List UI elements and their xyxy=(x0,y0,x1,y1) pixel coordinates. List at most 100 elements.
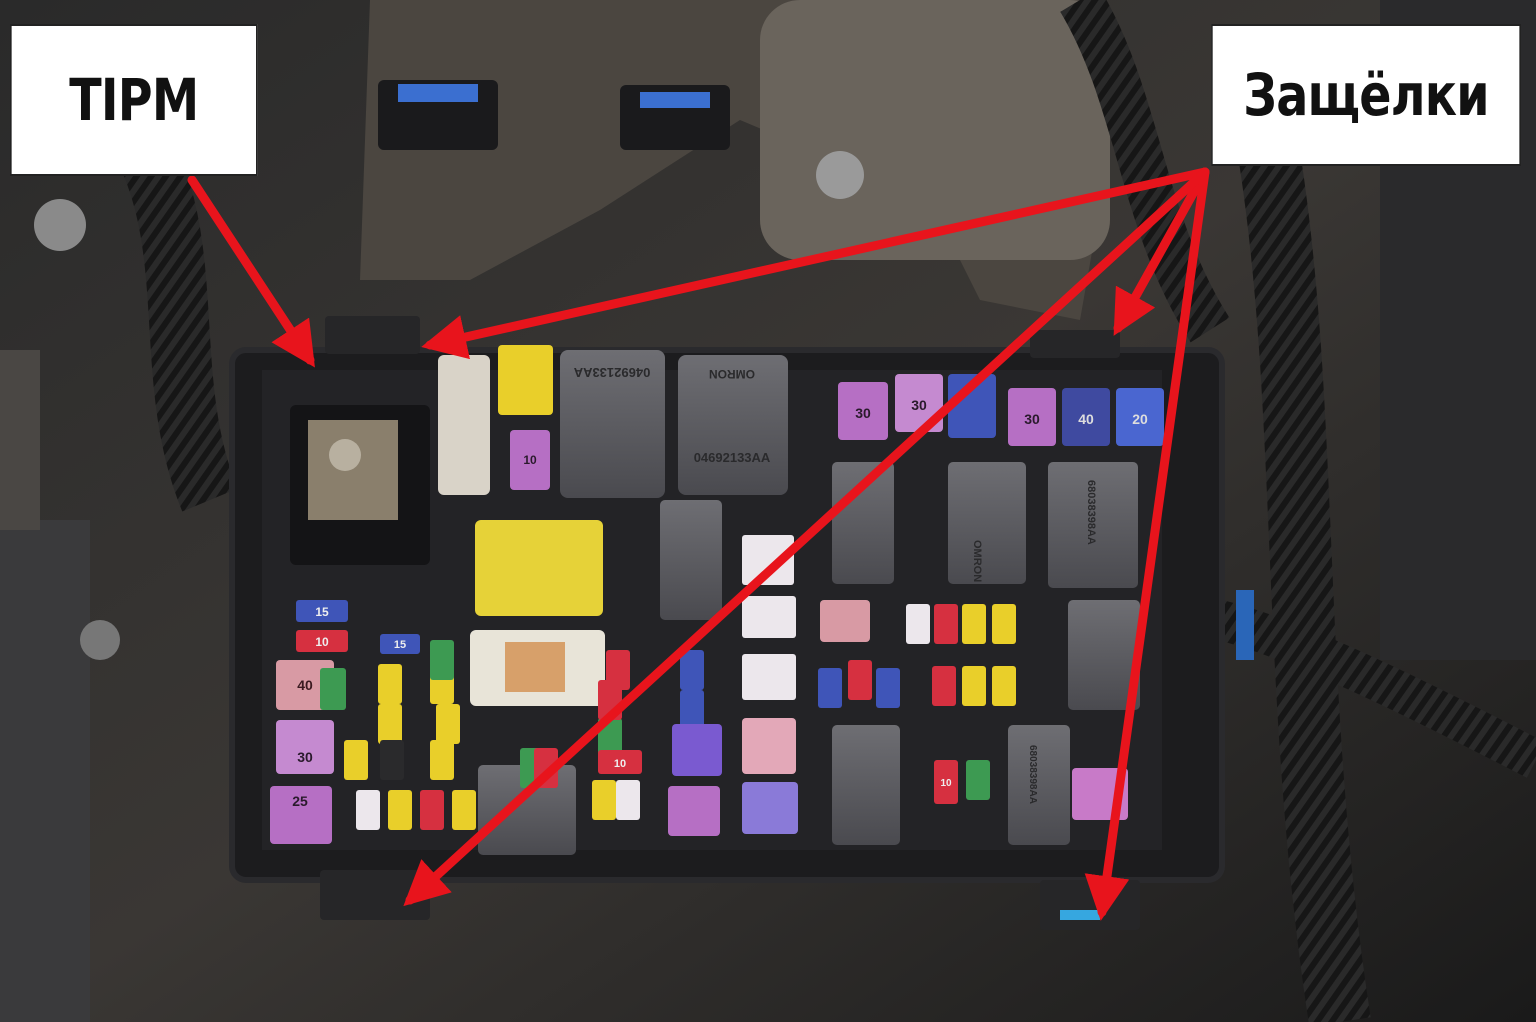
mini-fuse-3: 15 xyxy=(380,634,420,654)
violet-fuse-b xyxy=(668,786,720,836)
mini-fuse xyxy=(680,650,704,690)
mini-fuse xyxy=(962,666,986,706)
mini-fuse xyxy=(616,780,640,820)
mini-fuse xyxy=(966,760,990,800)
mini-fuse xyxy=(848,660,872,700)
left-fuse-5: 25 xyxy=(270,786,332,844)
medium-relay-3: OMRON xyxy=(948,462,1026,584)
latch-bottom-left xyxy=(320,870,430,920)
left-fuse-3-rating: 40 xyxy=(297,677,313,693)
large-relay-2: 04692133AA OMRON xyxy=(678,355,788,495)
big-fuse-5-rating: 20 xyxy=(1132,411,1148,427)
relay-1-part-number: 04692133AA xyxy=(573,365,650,380)
harness-right xyxy=(1239,155,1371,1022)
mini-fuse-2: 10 xyxy=(598,750,642,774)
white-fuse-b xyxy=(742,654,796,700)
battery-terminal-plate xyxy=(308,420,398,520)
top-connector-2-clip xyxy=(640,92,710,108)
big-fuse-1: 30 xyxy=(838,382,888,440)
yellow-relay-block xyxy=(475,520,603,616)
arrow-latch-top-left xyxy=(421,167,1210,360)
arrow-latch-bottom-right xyxy=(1084,167,1210,921)
mini-fuse-grid xyxy=(344,604,1016,830)
latch-top-right xyxy=(1030,330,1120,358)
medium-relay-1 xyxy=(660,500,722,620)
mini-fuse-2-rating: 10 xyxy=(614,758,626,770)
pink-fuse-a xyxy=(742,718,796,774)
mini-fuse xyxy=(818,668,842,708)
violet-fuse-c xyxy=(742,782,798,834)
battery-terminal-stud xyxy=(329,439,361,471)
medium-relay-6 xyxy=(832,725,900,845)
big-fuse-blue-1 xyxy=(948,374,996,438)
left-fuse-2-rating: 10 xyxy=(315,635,329,649)
mini-fuse-1-rating: 10 xyxy=(523,453,537,467)
arrow-latch-bottom-left xyxy=(403,167,1210,907)
medium-relay-2 xyxy=(832,462,894,584)
mini-fuse-1: 10 xyxy=(510,430,550,490)
mini-fuse-4: 10 xyxy=(934,760,958,804)
mini-fuse xyxy=(344,740,368,780)
left-fuse-1: 15 xyxy=(296,600,348,622)
mini-fuse xyxy=(436,704,460,744)
mini-fuse xyxy=(452,790,476,830)
white-fuse-a xyxy=(742,596,796,638)
big-fuse-4-rating: 40 xyxy=(1078,411,1094,427)
mini-fuse xyxy=(430,640,454,680)
left-fuse-4: 30 xyxy=(276,720,334,774)
harness-left xyxy=(113,125,238,512)
latch-bottom-right xyxy=(1040,880,1140,930)
left-fuse-5-rating: 25 xyxy=(292,793,308,809)
big-fuse-4: 40 xyxy=(1062,388,1110,446)
top-connector-1-clip xyxy=(398,84,478,102)
relay-7-part-number: 68038398AA xyxy=(1027,745,1038,804)
white-fuse-c xyxy=(742,535,794,585)
mini-fuse xyxy=(934,604,958,644)
left-fuse-4-rating: 30 xyxy=(297,749,313,765)
cable-tie xyxy=(1236,590,1254,660)
mini-fuse xyxy=(430,740,454,780)
big-fuse-5: 20 xyxy=(1116,388,1164,446)
left-fuse-3: 40 xyxy=(276,660,334,710)
big-fuse-3: 30 xyxy=(1008,388,1056,446)
left-fuse-2: 10 xyxy=(296,630,348,652)
mini-fuse xyxy=(992,604,1016,644)
latch-top-left xyxy=(325,316,420,354)
mini-fuse xyxy=(592,780,616,820)
mini-fuse xyxy=(680,690,704,730)
arrow-latch-top-right xyxy=(1113,167,1210,336)
violet-fuse-a xyxy=(672,724,722,776)
medium-relay-7: 68038398AA xyxy=(1008,725,1070,845)
left-panel xyxy=(0,520,90,1022)
large-relay-1: 04692133AA xyxy=(560,350,665,498)
white-relay-core xyxy=(505,642,565,692)
mini-fuse xyxy=(420,790,444,830)
mini-fuse xyxy=(906,604,930,644)
big-fuse-2-rating: 30 xyxy=(911,397,927,413)
bolt-lower xyxy=(80,620,120,660)
left-fuse-1-rating: 15 xyxy=(315,605,329,619)
tipm-label: TIPM xyxy=(10,24,258,176)
mini-fuse xyxy=(380,740,404,780)
left-fuse-green xyxy=(320,668,346,710)
mini-fuse xyxy=(388,790,412,830)
mini-fuse xyxy=(606,650,630,690)
pink-fuse-c xyxy=(820,600,870,642)
latch-bottom-right-clip xyxy=(1060,910,1100,920)
relay-4-part-number: 68038398AA xyxy=(1085,480,1097,545)
medium-relay-4: 68038398AA xyxy=(1048,462,1138,588)
mini-fuse-3-rating: 15 xyxy=(394,639,406,651)
mini-fuse xyxy=(932,666,956,706)
mini-fuse xyxy=(876,668,900,708)
mini-fuse xyxy=(356,790,380,830)
latches-label: Защёлки xyxy=(1211,24,1521,166)
yellow-fuse-top xyxy=(498,345,553,415)
left-wall xyxy=(0,350,40,530)
mini-fuse xyxy=(378,664,402,704)
coolant-tank xyxy=(760,0,1110,260)
bolt-left xyxy=(34,199,86,251)
mini-fuse xyxy=(962,604,986,644)
relay-3-brand: OMRON xyxy=(971,540,983,582)
big-fuse-3-rating: 30 xyxy=(1024,411,1040,427)
